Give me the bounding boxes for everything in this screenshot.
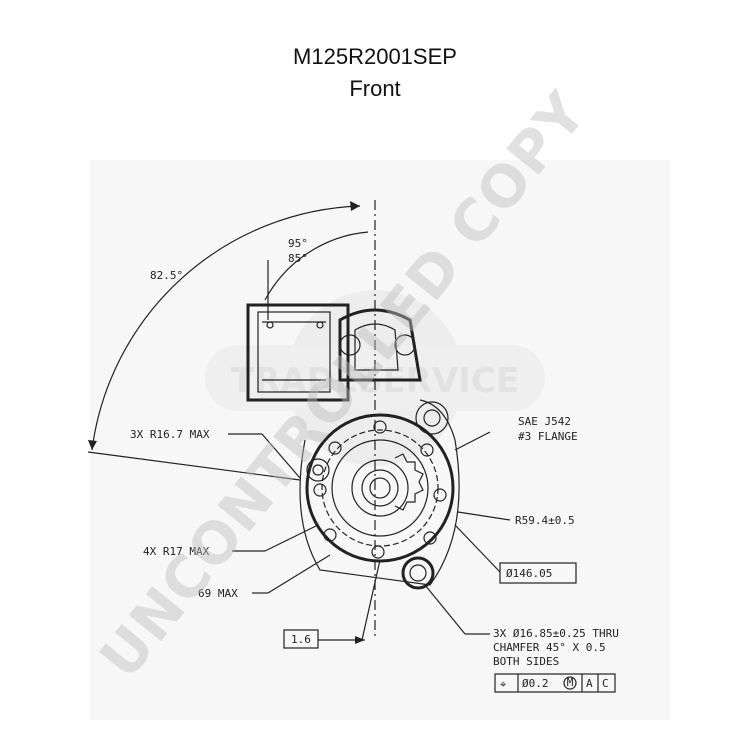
- angle-dimensions: 82.5° 95° 85°: [87, 200, 376, 640]
- tolerance-modifier: M: [567, 676, 574, 689]
- angle-85-label: 85°: [288, 252, 308, 265]
- part-number-title: M125R2001SEP: [293, 44, 457, 69]
- feature-control-frame: ⌖ Ø0.2 M A C: [494, 673, 616, 693]
- view-title: Front: [349, 76, 401, 101]
- position-tolerance-icon: ⌖: [500, 678, 506, 691]
- angle-leader-82-5: [87, 451, 301, 481]
- angle-arc-95: [264, 231, 369, 301]
- tolerance-value: Ø0.2: [522, 677, 549, 690]
- diameter-146-box: [499, 562, 577, 584]
- flange-label-line2: #3 FLANGE: [518, 430, 578, 443]
- mounting-hole-bottom: [401, 556, 435, 590]
- hole-spec-line2: CHAMFER 45° X 0.5: [493, 641, 606, 654]
- solenoid: [246, 303, 422, 402]
- radius-17-label: 4X R17 MAX: [143, 545, 210, 558]
- material-modifier-circle: [563, 676, 577, 690]
- flange-label-line1: SAE J542: [518, 415, 571, 428]
- datum-a: A: [586, 677, 593, 690]
- angle-95-label: 95°: [288, 237, 308, 250]
- datum-c: C: [602, 677, 609, 690]
- radius-59-4-label: R59.4±0.5: [515, 514, 575, 527]
- hole-spec-line1: 3X Ø16.85±0.25 THRU: [493, 627, 619, 640]
- thickness-label: 1.6: [291, 633, 311, 646]
- max-69-label: 69 MAX: [198, 587, 238, 600]
- mounting-flange: [299, 399, 460, 641]
- leader-lines: [228, 431, 511, 644]
- angle-82-5-label: 82.5°: [150, 269, 183, 282]
- thickness-box: [283, 629, 319, 649]
- diameter-146-label: Ø146.05: [506, 567, 552, 580]
- radius-16-7-label: 3X R16.7 MAX: [130, 428, 210, 441]
- angle-arc-82-5: [91, 205, 361, 451]
- hole-spec-line3: BOTH SIDES: [493, 655, 559, 668]
